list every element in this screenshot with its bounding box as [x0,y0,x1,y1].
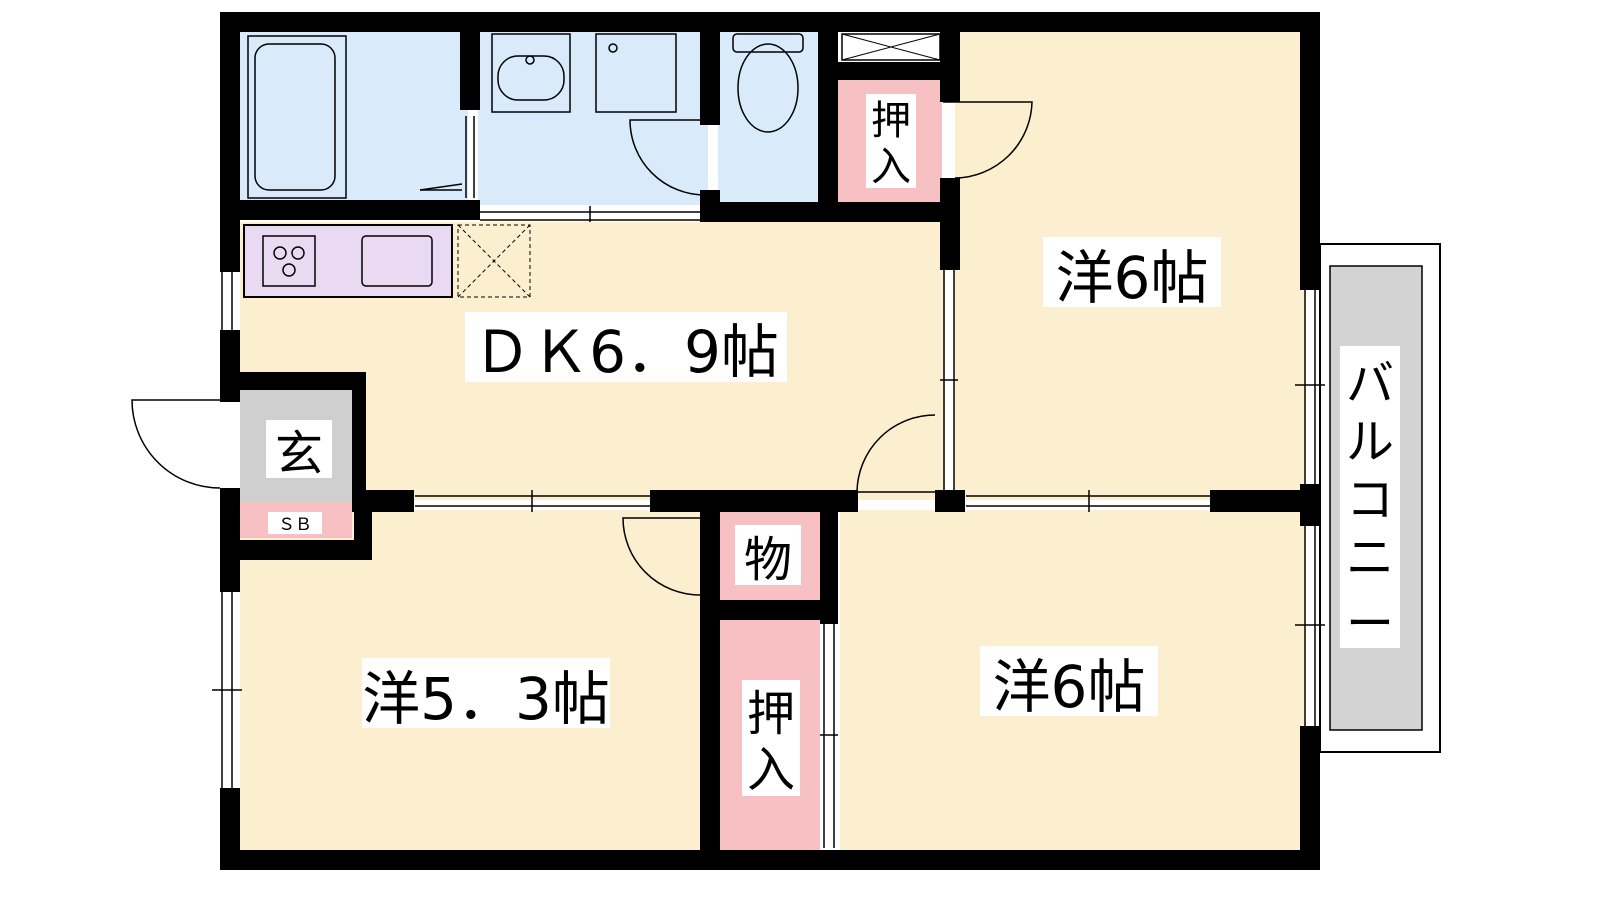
balcony-label-5: ー [1346,596,1394,652]
balcony-label-1: バ [1346,356,1394,412]
toilet-icon [732,33,804,133]
room-label-storage: 物 [744,532,792,588]
washing-machine-pan-icon [595,33,677,113]
balcony-label-2: ル [1346,414,1394,470]
walls [220,12,1320,870]
toilet-floor [718,30,828,205]
fridge-space-icon [457,224,531,298]
room-label-western-lower-right: 洋6帖 [993,653,1146,721]
closet-lower-label-1: 押 [747,686,795,742]
window-above-closet [841,33,941,61]
door-swings [131,101,1033,596]
room-label-western-lower-left: 洋5．3帖 [362,665,610,733]
room-label-entrance: 玄 [275,426,323,482]
sink-icon [361,235,433,287]
washbasin-icon [491,33,571,113]
balcony-label-3: コ [1346,472,1394,528]
windows [212,116,1325,848]
room-label-western-upper-right: 洋6帖 [1056,244,1209,312]
balcony-label-4: ニ [1346,530,1394,586]
room-label-dk: ＤＫ6．9帖 [473,318,779,386]
stove-icon [262,235,316,287]
closet-upper-label-1: 押 [871,98,911,144]
kitchen-counter [243,224,453,298]
bathroom-floor [240,30,468,205]
closet-lower-label-2: 入 [747,742,795,798]
washroom-floor [478,30,708,205]
room-label-shoebox: ＳＢ [278,515,312,535]
closet-upper-label-2: 入 [871,144,911,190]
balcony [1319,243,1441,753]
bathtub-icon [247,35,463,199]
